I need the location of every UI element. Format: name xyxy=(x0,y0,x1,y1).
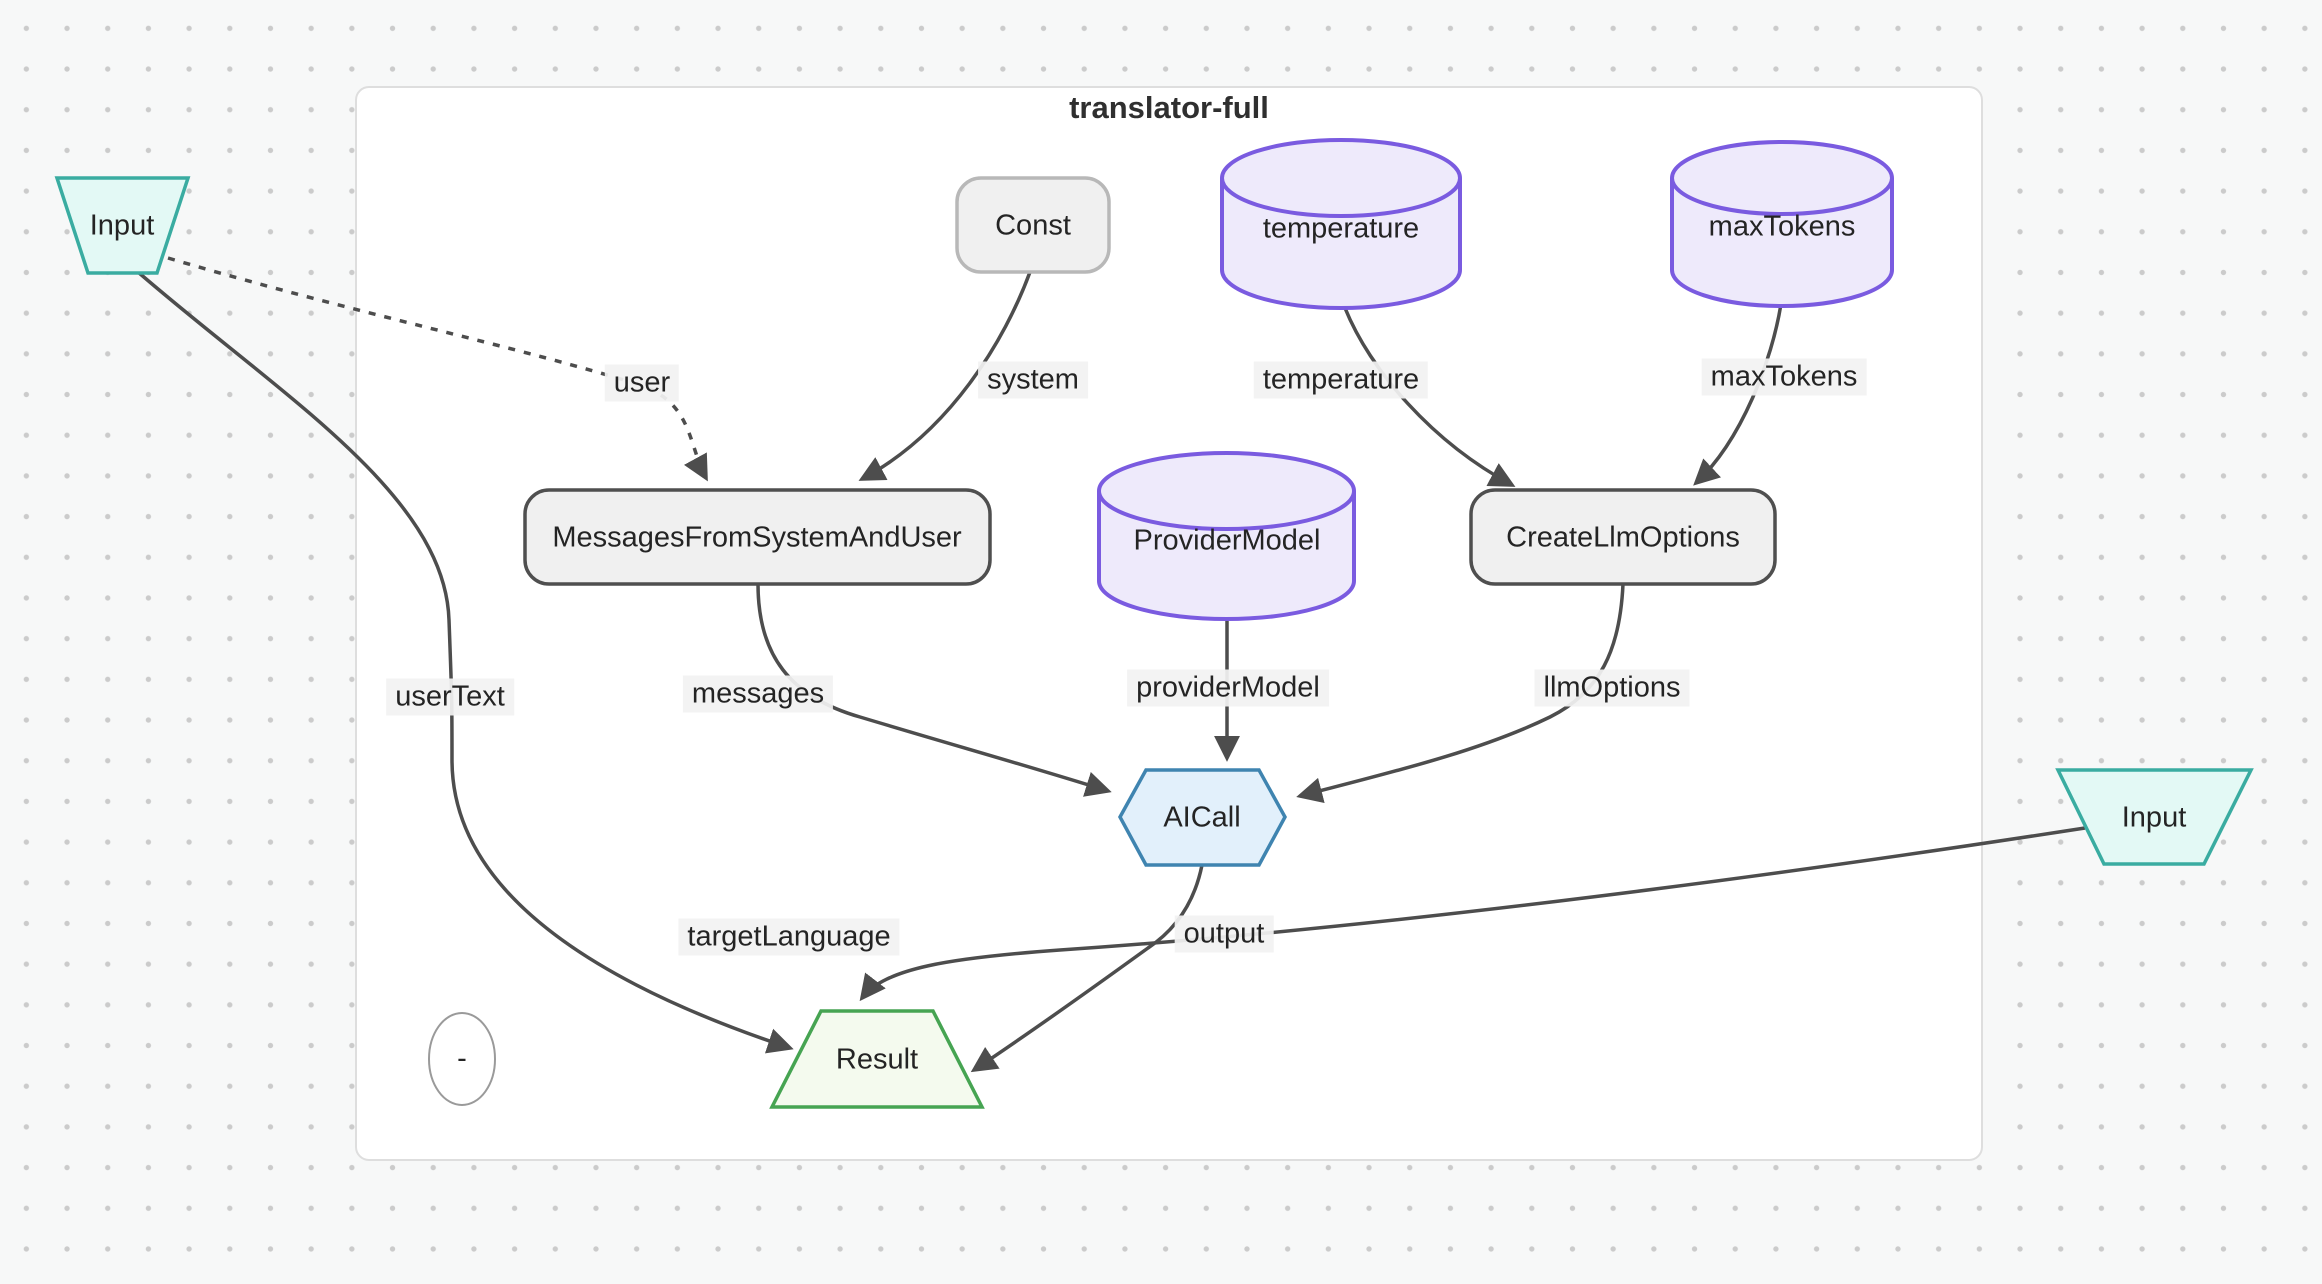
node-createllmoptions[interactable] xyxy=(1469,488,1777,586)
node-temperature[interactable] xyxy=(1220,138,1462,310)
edge-temperature xyxy=(1343,307,1516,487)
node-const[interactable] xyxy=(955,176,1111,274)
node-input-left[interactable] xyxy=(54,176,191,275)
edge-user xyxy=(167,256,708,482)
edge-targetLanguage xyxy=(859,826,2086,1002)
node-messages[interactable] xyxy=(523,488,992,586)
node-providermodel[interactable] xyxy=(1097,451,1356,621)
edge-output xyxy=(970,864,1204,1073)
node-result[interactable] xyxy=(769,1009,985,1109)
subgraph-title: translator-full xyxy=(1069,90,1269,125)
node-input-right[interactable] xyxy=(2055,768,2254,866)
node-aicall[interactable] xyxy=(1118,768,1287,867)
node-minus[interactable] xyxy=(428,1012,496,1106)
edge-maxTokens xyxy=(1693,303,1783,486)
edge-system xyxy=(858,271,1032,481)
edge-messages xyxy=(756,583,1112,797)
edge-userText xyxy=(136,270,794,1054)
edge-llmOptions xyxy=(1296,583,1625,803)
node-maxtokens[interactable] xyxy=(1670,140,1894,308)
